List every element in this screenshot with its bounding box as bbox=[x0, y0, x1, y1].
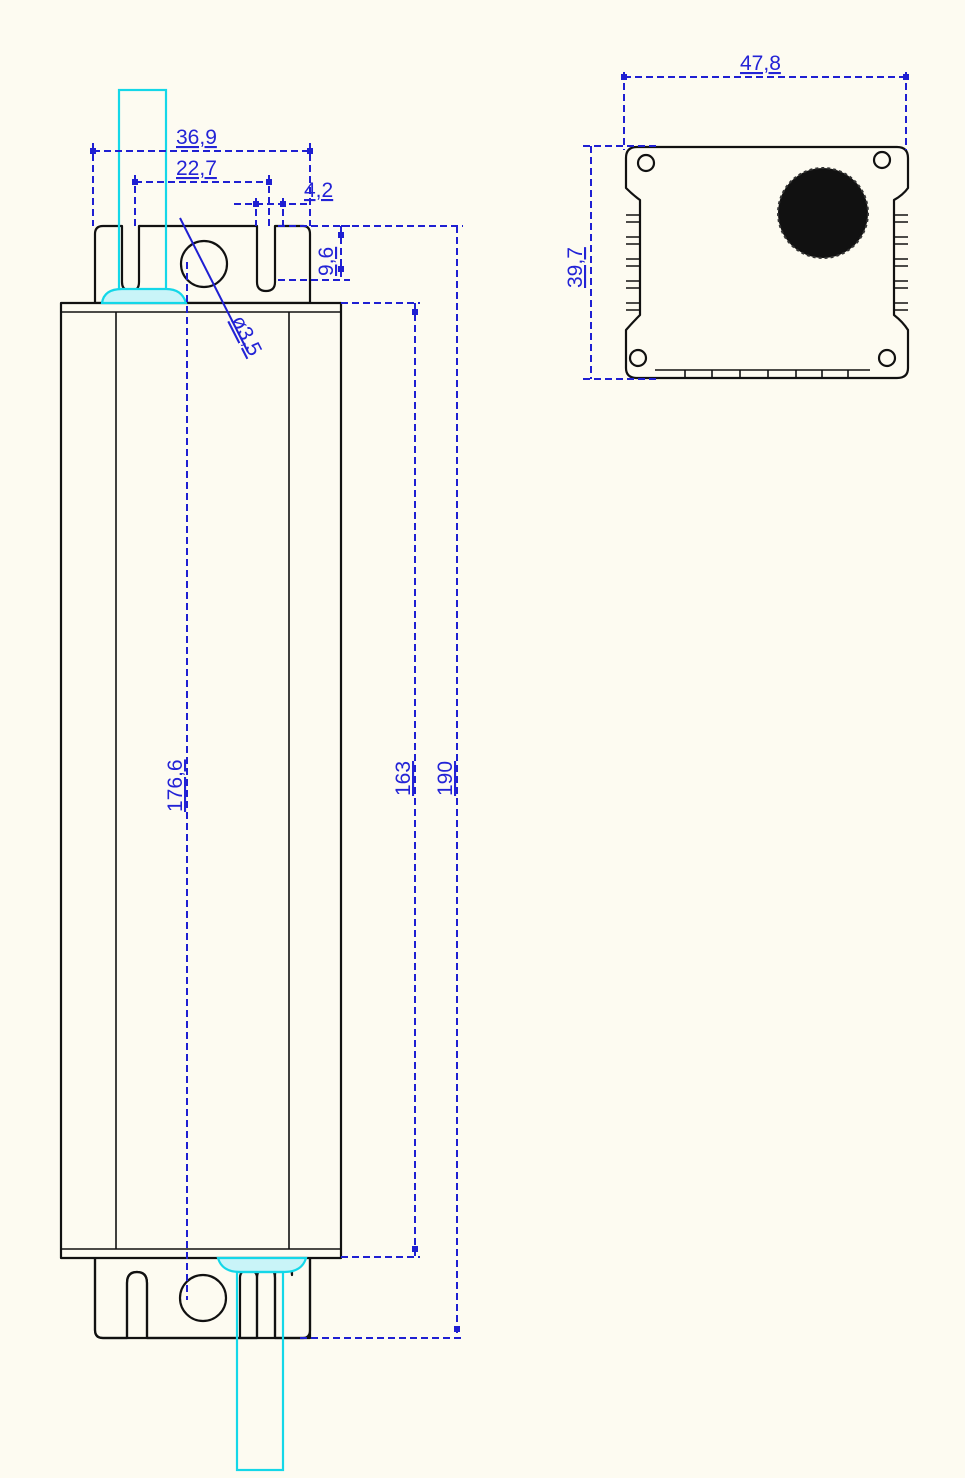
front-view bbox=[59, 88, 343, 1472]
housing-body bbox=[59, 301, 343, 1260]
dim-slot-depth: 9,6 bbox=[315, 247, 338, 276]
dim-overall-length: 190 bbox=[434, 761, 457, 796]
dim-slot-spacing: 22,7 bbox=[176, 157, 217, 180]
end-view-outline bbox=[624, 145, 910, 380]
corner-hole-bottom-right bbox=[877, 348, 897, 368]
top-mounting-hole bbox=[179, 239, 229, 289]
dim-end-width: 47,8 bbox=[740, 52, 781, 75]
corner-hole-top-right bbox=[872, 150, 892, 170]
dim-slot-width: 4,2 bbox=[304, 179, 333, 202]
bottom-mounting-hole bbox=[178, 1273, 228, 1323]
corner-hole-bottom-left bbox=[628, 348, 648, 368]
cooling-fins-right bbox=[894, 214, 908, 311]
bottom-segments bbox=[655, 369, 870, 378]
input-cable bbox=[100, 88, 188, 305]
cable-gland bbox=[777, 167, 869, 259]
output-cable bbox=[216, 1256, 308, 1472]
dim-overall-width: 36,9 bbox=[176, 126, 217, 149]
dimension-labels: 36,9 22,7 4,2 9,6 ø3,5 176,6 163 190 47,… bbox=[164, 52, 781, 812]
bottom-flange-outline bbox=[93, 1257, 312, 1340]
dim-end-height: 39,7 bbox=[564, 247, 587, 288]
end-view bbox=[624, 145, 910, 380]
corner-hole-top-left bbox=[636, 153, 656, 173]
dim-body-length: 163 bbox=[392, 761, 415, 796]
dim-hole-spacing: 176,6 bbox=[164, 759, 187, 812]
dimension-lines bbox=[90, 72, 909, 1339]
cooling-fins-left bbox=[626, 214, 640, 311]
